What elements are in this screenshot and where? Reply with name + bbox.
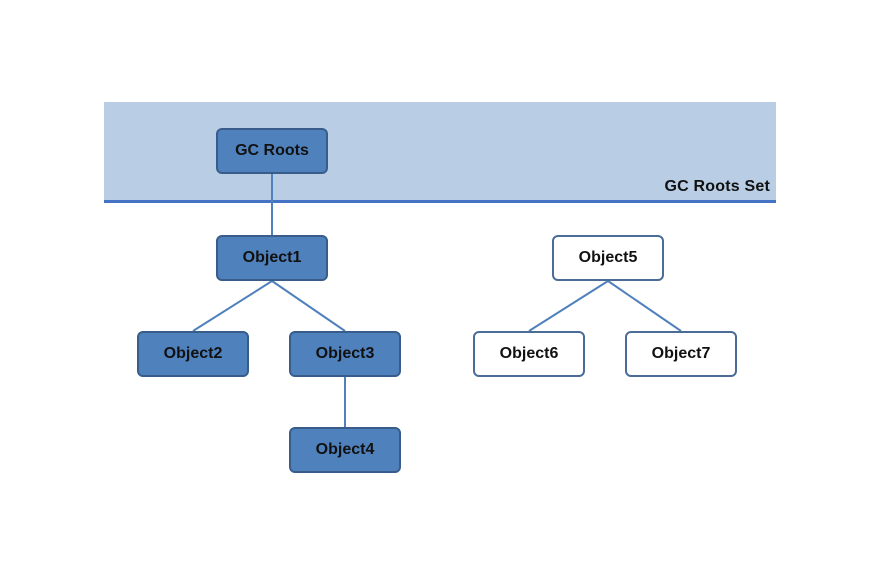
node-gc-roots: GC Roots [216,128,328,174]
node-object6: Object6 [473,331,585,377]
edge-object5-object6 [528,280,609,332]
edge-object5-object7 [607,280,682,332]
node-object1: Object1 [216,235,328,281]
node-object3: Object3 [289,331,401,377]
node-object4: Object4 [289,427,401,473]
edge-object1-object2 [192,280,273,332]
node-object7: Object7 [625,331,737,377]
node-object2: Object2 [137,331,249,377]
node-object5: Object5 [552,235,664,281]
gc-roots-set-label: GC Roots Set [664,178,770,195]
edge-object1-object3 [271,280,346,332]
gc-roots-set-divider [104,200,776,203]
